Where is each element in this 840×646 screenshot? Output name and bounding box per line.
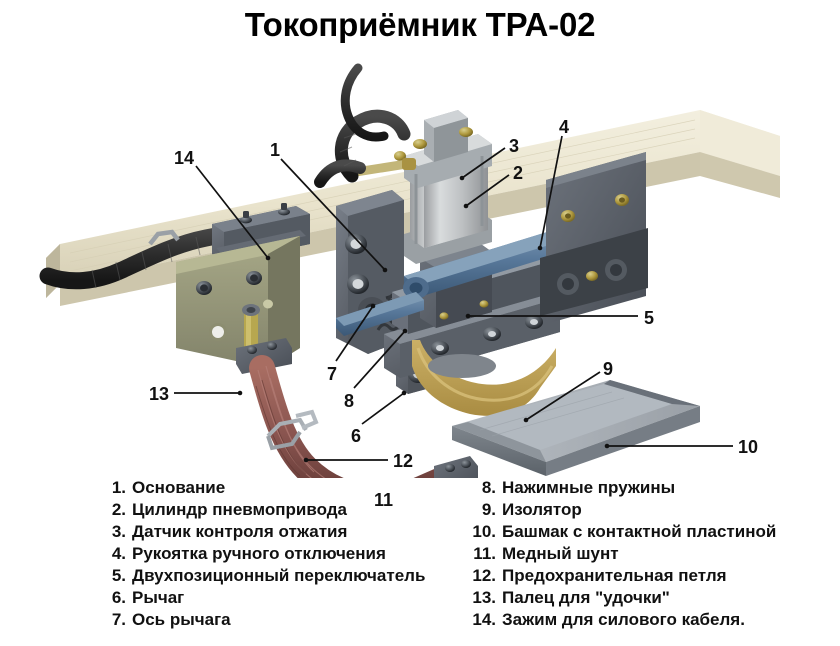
legend-column-right: 8. Нажимные пружины 9. Изолятор 10. Башм… <box>470 478 776 632</box>
legend-number: 4. <box>111 544 126 563</box>
power-cable <box>39 217 277 290</box>
legend-label: Нажимные пружины <box>502 478 676 497</box>
legend-item-4: 4. Рукоятка ручного отключения <box>100 544 425 566</box>
callout-1: 1 <box>270 140 281 160</box>
legend-label: Изолятор <box>502 500 582 519</box>
legend-number: 3. <box>111 522 126 541</box>
legend-item-12: 12. Предохранительная петля <box>470 566 776 588</box>
mounting-plate-right <box>540 152 648 324</box>
legend-label: Зажим для силового кабеля. <box>502 610 745 629</box>
legend-item-7: 7. Ось рычага <box>100 610 425 632</box>
legend-number: 14. <box>472 610 496 629</box>
safety-loop <box>266 409 319 451</box>
legend-item-3: 3. Датчик контроля отжатия <box>100 522 425 544</box>
legend-column-left: 1. Основание 2. Цилиндр пневмопривода 3.… <box>100 478 426 632</box>
legend-number: 7. <box>111 610 126 629</box>
legend-item-14: 14. Зажим для силового кабеля. <box>470 610 776 632</box>
legend-number: 1. <box>111 478 126 497</box>
callout-13: 13 <box>149 384 170 404</box>
base-plate <box>176 236 300 374</box>
legend-label: Рычаг <box>132 588 185 607</box>
callout-3: 3 <box>509 136 520 156</box>
air-hoses <box>314 63 411 188</box>
callout-6: 6 <box>351 426 362 446</box>
pressure-sensor <box>424 110 468 162</box>
pneumatic-cylinder <box>344 110 492 264</box>
legend-item-9: 9. Изолятор <box>470 500 776 522</box>
callout-7: 7 <box>327 364 338 384</box>
legend-item-11: 11. Медный шунт <box>470 544 776 566</box>
legend-number: 13. <box>472 588 496 607</box>
callout-8: 8 <box>344 391 355 411</box>
legend-label: Рукоятка ручного отключения <box>132 544 386 563</box>
callout-12: 12 <box>393 451 414 471</box>
legend-number: 6. <box>111 588 126 607</box>
legend-number: 2. <box>111 500 126 519</box>
legend-number: 5. <box>111 566 126 585</box>
leader-lines <box>174 135 733 461</box>
legend-item-10: 10. Башмак с контактной пластиной <box>470 522 776 544</box>
callout-14: 14 <box>174 148 195 168</box>
legend-item-1: 1. Основание <box>100 478 425 500</box>
legend-label: Ось рычага <box>132 610 231 629</box>
legend-item-6: 6. Рычаг <box>100 588 425 610</box>
legend-number: 8. <box>481 478 496 497</box>
callout-4: 4 <box>559 117 570 137</box>
legend-number: 10. <box>472 522 496 541</box>
legend-item-5: 5. Двухпозиционный переключатель <box>100 566 426 588</box>
legend-number: 11. <box>473 544 496 563</box>
assembly-illustration: 14 1 3 2 4 5 9 10 7 8 6 13 12 11 <box>0 48 840 509</box>
legend-item-2: 2. Цилиндр пневмопривода <box>100 500 425 522</box>
insulator <box>412 340 556 416</box>
assembly-drawing <box>39 63 780 478</box>
callout-11: 11 <box>374 490 394 510</box>
contact-shoe <box>452 380 700 476</box>
legend-item-8: 8. Нажимные пружины <box>470 478 776 500</box>
legend-label: Основание <box>132 478 226 497</box>
callout-2: 2 <box>513 163 524 183</box>
callout-5: 5 <box>644 308 655 328</box>
legend-label: Цилиндр пневмопривода <box>132 500 347 519</box>
legend-label: Предохранительная петля <box>502 566 727 585</box>
legend-label: Башмак с контактной пластиной <box>502 522 777 541</box>
page-title: Токоприёмник ТРА-02 <box>244 6 596 43</box>
legend-label: Палец для "удочки" <box>502 588 670 607</box>
legend-label: Датчик контроля отжатия <box>132 522 348 541</box>
copper-shunt <box>249 355 478 478</box>
legend-label: Двухпозиционный переключатель <box>132 566 426 585</box>
legend-number: 12. <box>472 566 496 585</box>
legend-number: 9. <box>481 500 496 519</box>
legend-label: Медный шунт <box>502 544 619 563</box>
legend: 1. Основание 2. Цилиндр пневмопривода 3.… <box>0 478 840 646</box>
legend-item-13: 13. Палец для "удочки" <box>470 588 776 610</box>
callout-9: 9 <box>603 359 614 379</box>
callout-10: 10 <box>738 437 759 457</box>
leader-dots <box>237 175 610 463</box>
